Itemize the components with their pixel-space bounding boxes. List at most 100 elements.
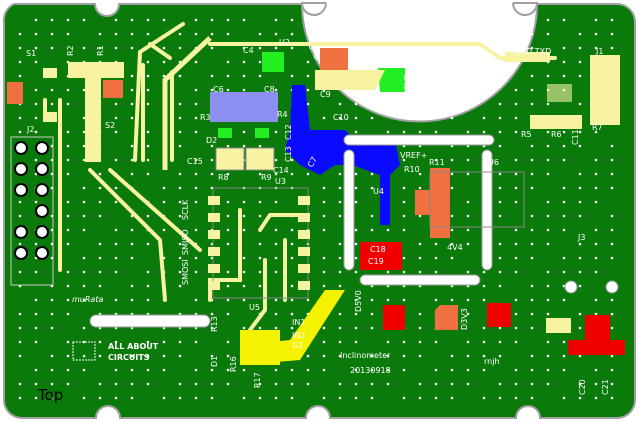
via xyxy=(530,312,534,316)
via xyxy=(594,368,598,372)
ic-pad xyxy=(298,247,310,256)
via xyxy=(178,270,182,274)
via xyxy=(242,368,246,372)
via xyxy=(562,186,566,190)
via xyxy=(354,312,358,316)
via xyxy=(562,354,566,358)
via xyxy=(162,354,166,358)
via xyxy=(546,18,550,22)
via xyxy=(466,18,470,22)
via xyxy=(242,256,246,260)
via xyxy=(562,368,566,372)
silk-label: J2 xyxy=(26,125,34,134)
via xyxy=(578,326,582,330)
via xyxy=(450,186,454,190)
via xyxy=(18,214,22,218)
via xyxy=(226,354,230,358)
via xyxy=(34,270,38,274)
via xyxy=(226,298,230,302)
via xyxy=(354,242,358,246)
via xyxy=(338,312,342,316)
via xyxy=(498,382,502,386)
silk-label: U6 xyxy=(488,158,499,167)
via xyxy=(482,18,486,22)
via xyxy=(194,130,198,134)
ic-pad xyxy=(208,281,220,290)
via xyxy=(258,256,262,260)
via xyxy=(578,200,582,204)
via xyxy=(258,60,262,64)
via xyxy=(498,60,502,64)
via xyxy=(82,228,86,232)
via xyxy=(34,368,38,372)
ic-pad xyxy=(208,196,220,205)
via xyxy=(18,46,22,50)
via xyxy=(578,284,582,288)
via xyxy=(146,354,150,358)
via xyxy=(610,396,614,400)
via xyxy=(162,340,166,344)
via xyxy=(66,214,70,218)
via xyxy=(418,242,422,246)
via xyxy=(146,242,150,246)
via xyxy=(210,46,214,50)
pad-s1 xyxy=(7,82,23,104)
via xyxy=(402,214,406,218)
via xyxy=(418,186,422,190)
via xyxy=(498,144,502,148)
via xyxy=(98,256,102,260)
via xyxy=(434,298,438,302)
via xyxy=(146,172,150,176)
via xyxy=(530,214,534,218)
silk-label: S2 xyxy=(105,121,115,130)
via xyxy=(466,242,470,246)
via xyxy=(18,382,22,386)
via xyxy=(114,200,118,204)
via xyxy=(578,312,582,316)
slot-u6-bottom xyxy=(359,274,481,286)
via xyxy=(34,130,38,134)
via xyxy=(178,186,182,190)
via xyxy=(514,256,518,260)
via xyxy=(546,102,550,106)
via xyxy=(482,354,486,358)
via xyxy=(66,340,70,344)
via xyxy=(274,18,278,22)
via xyxy=(226,200,230,204)
via xyxy=(594,200,598,204)
header-pin xyxy=(35,246,49,260)
via xyxy=(530,172,534,176)
via xyxy=(82,158,86,162)
silk-label: U5 xyxy=(249,303,260,312)
silk-label: R9 xyxy=(261,173,272,182)
via xyxy=(482,396,486,400)
via xyxy=(114,158,118,162)
via xyxy=(178,396,182,400)
via xyxy=(178,46,182,50)
via xyxy=(418,116,422,120)
via xyxy=(482,88,486,92)
via xyxy=(610,298,614,302)
header-pin xyxy=(35,162,49,176)
via xyxy=(402,270,406,274)
via xyxy=(306,368,310,372)
via xyxy=(594,186,598,190)
via xyxy=(226,228,230,232)
via xyxy=(114,242,118,246)
via xyxy=(290,368,294,372)
via xyxy=(418,102,422,106)
via xyxy=(370,186,374,190)
via xyxy=(578,32,582,36)
via xyxy=(306,354,310,358)
via xyxy=(274,32,278,36)
via xyxy=(210,144,214,148)
via xyxy=(610,326,614,330)
via xyxy=(370,298,374,302)
pad-c4 xyxy=(262,52,284,72)
via xyxy=(434,382,438,386)
via xyxy=(354,396,358,400)
via xyxy=(66,200,70,204)
via xyxy=(66,382,70,386)
via xyxy=(18,312,22,316)
via xyxy=(578,242,582,246)
